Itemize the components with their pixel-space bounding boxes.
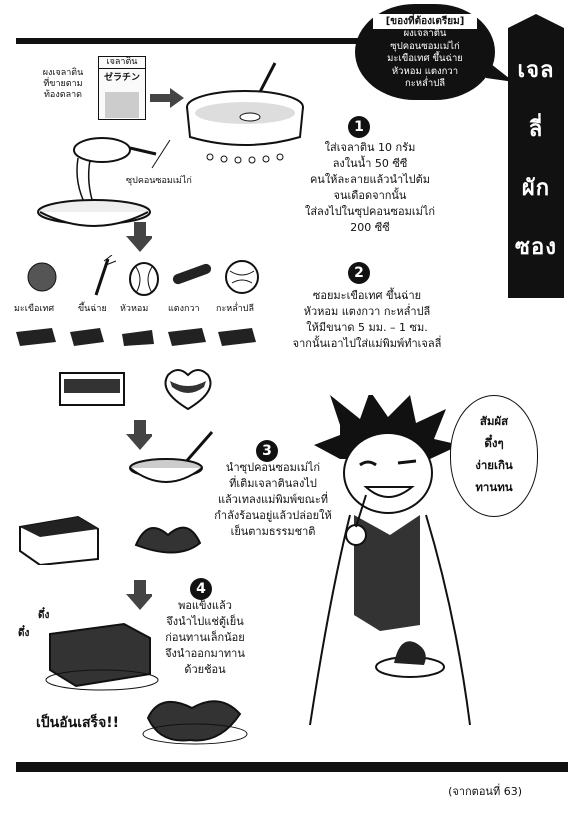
ingredient-line: ผงเจลาติน [403,28,447,39]
step-line: ลงในน้ำ 50 ซีซี [332,157,408,170]
speech-line: ดึ๋งๆ [484,436,504,450]
finished-jelly-heart-illustration [142,700,248,745]
gelatin-box-top-text: เจลาติน [99,57,145,69]
step-line: แล้วเทลงแม่พิมพ์ขณะที่ [217,493,329,506]
step-line: ก่อนทานเล็กน้อย [165,631,245,644]
step-line: ที่เติมเจลาตินลงไป [229,477,317,490]
side-title-top-notch [508,14,564,28]
ingredients-header: [ของที่ต้องเตรียม] [373,14,477,29]
vegetable-label-celery: ขึ้นฉ่าย [78,304,107,314]
side-title-word: ผัก [521,176,551,201]
vegetable-label-onion: หัวหอม [120,304,149,314]
step-line: กำลังร้อนอยู่แล้วปล่อยให้ [214,509,332,522]
step-line: ซอยมะเขือเทศ ขึ้นฉ่าย [312,289,422,302]
step-line: จนเดือดจากนั้น [333,189,407,202]
step-line: จึงนำไปแช่ตู้เย็น [166,615,244,628]
step-line: หัวหอม แตงกวา กะหล่ำปลี [303,305,431,318]
side-title-word: ซอง [515,235,557,260]
chopped-vegetables-illustration [16,328,256,346]
step-line: นำซุปคอนซอมเม่ไก่ [225,461,321,474]
arrow-down-icon [126,580,152,610]
speech-line: สัมผัส [479,414,509,428]
arrow-down-icon [126,420,152,450]
ingredient-line: มะเขือเทศ ขึ้นฉ่าย [387,53,463,64]
step-3-text: นำซุปคอนซอมเม่ไก่ ที่เติมเจลาตินลงไป แล้… [198,460,348,540]
side-title-word: เจล [517,58,555,83]
step-line: จากนั้นเอาไปใส่แม่พิมพ์ทำเจลลี่ [292,337,442,350]
soup-bowl-illustration [129,431,214,483]
step-line: พอแข็งแล้ว [178,599,232,612]
ingredients-list: ผงเจลาติน ซุปคอนซอมเม่ไก่ มะเขือเทศ ขึ้น… [369,28,481,91]
vegetable-label-tomato: มะเขือเทศ [14,304,55,314]
gelatin-label-line: ท้องตลาด [44,90,82,100]
step-1-text: ใส่เจลาติน 10 กรัม ลงในน้ำ 50 ซีซี คนให้… [290,140,450,236]
step-line: คนให้ละลายแล้วนำไปต้ม [309,173,431,186]
pot-illustration [186,62,304,164]
step-line: ใส่ลงไปในซุปคอนซอมเม่ไก่ [304,205,436,218]
step-number-3: 3 [256,440,278,462]
arrow-right-icon [150,88,184,108]
gelatin-box-illustration: เจลาติน ゼラチン [98,56,146,120]
step-number-4: 4 [190,578,212,600]
gelatin-label: ผงเจลาติน ที่ขายตาม ท้องตลาด [34,68,92,101]
vegetable-label-cabbage: กะหล่ำปลี [216,304,255,314]
side-title-word: ลี่ [528,117,544,142]
done-text: เป็นอันเสร็จ!! [36,715,120,731]
step-line: 200 ซีซี [350,221,390,234]
jelly-molds-illustration [59,369,212,411]
vegetables-illustration [27,255,259,296]
speech-bubble: สัมผัส ดึ๋งๆ ง่ายเกิน ทานทน [450,395,538,517]
step-line: เย็นตามธรรมชาติ [230,525,316,538]
ingredient-line: หัวหอม แตงกวา [391,65,459,77]
arrow-down-icon [126,222,152,252]
sfx-text: ดึ๋ง [18,628,30,639]
footer-source: (จากตอนที่ 63) [448,785,522,798]
step-number-2: 2 [348,262,370,284]
step-line: ให้มีขนาด 5 มม. – 1 ซม. [306,321,428,334]
consomme-label: ซุปคอนซอมเม่ไก่ [126,176,192,186]
gelatin-label-line: ที่ขายตาม [43,79,83,89]
finished-jelly-block-illustration [45,622,159,691]
step-number-1: 1 [348,116,370,138]
ingredient-line: กะหล่ำปลี [404,78,446,89]
pouring-bowl-illustration [37,137,157,227]
step-line: ด้วยช้อน [184,663,226,676]
bubble-tail [486,60,514,82]
ingredient-line: ซุปคอนซอมเม่ไก่ [390,40,460,52]
gelatin-box-image [105,92,139,118]
character-illustration [309,395,471,726]
filled-molds-illustration [19,515,202,565]
ingredients-bubble: [ของที่ต้องเตรียม] ผงเจลาติน ซุปคอนซอมเม… [355,4,495,100]
step-2-text: ซอยมะเขือเทศ ขึ้นฉ่าย หัวหอม แตงกวา กะหล… [262,288,472,352]
vegetable-label-cucumber: แตงกวา [168,304,200,314]
bottom-border-bar [16,762,568,772]
top-border-bar [16,38,492,44]
gelatin-label-line: ผงเจลาติน [42,68,84,78]
pointer-line [151,140,171,169]
side-title-panel: เจล ลี่ ผัก ซอง [508,14,564,298]
speech-line: ทานทน [475,480,513,494]
gelatin-box-brand: ゼラチン [103,73,140,83]
step-line: ใส่เจลาติน 10 กรัม [324,141,416,154]
speech-line: ง่ายเกิน [475,458,513,472]
sfx-text: ดึ๋ง [38,610,50,621]
step-4-text: พอแข็งแล้ว จึงนำไปแช่ตู้เย็น ก่อนทานเล็ก… [150,598,260,678]
step-line: จึงนำออกมาทาน [165,647,245,660]
